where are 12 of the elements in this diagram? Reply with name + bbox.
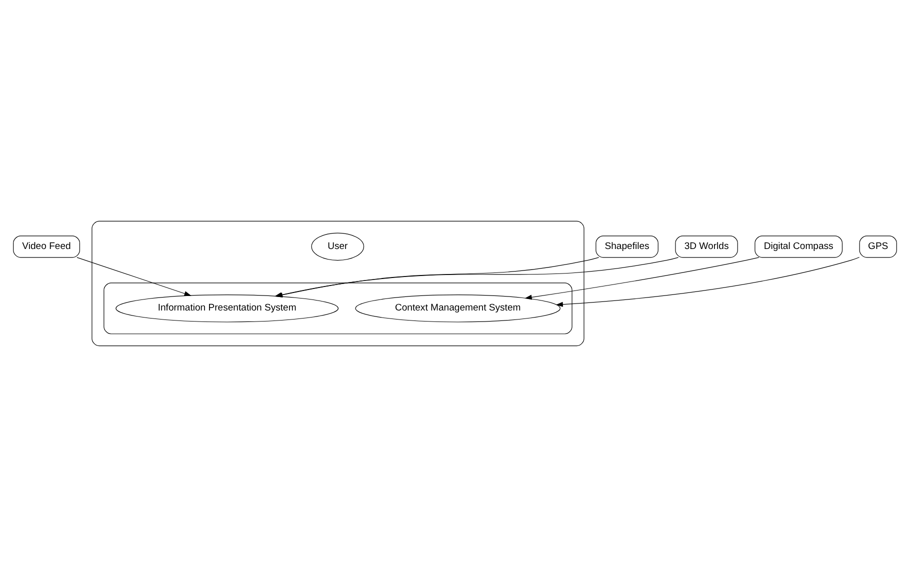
cluster xyxy=(104,282,572,334)
node-box: Shapefiles xyxy=(596,236,658,258)
arrow xyxy=(556,256,860,307)
arrow xyxy=(524,257,760,300)
cluster xyxy=(92,220,584,346)
node-ellipse: User xyxy=(311,232,364,261)
arrow xyxy=(76,257,192,296)
node-box: Video Feed xyxy=(13,236,80,258)
node-box: 3D Worlds xyxy=(675,236,738,258)
node-box: GPS xyxy=(859,236,897,258)
node-ellipse: Information Presentation System xyxy=(116,294,339,322)
node-box: Digital Compass xyxy=(754,236,843,258)
